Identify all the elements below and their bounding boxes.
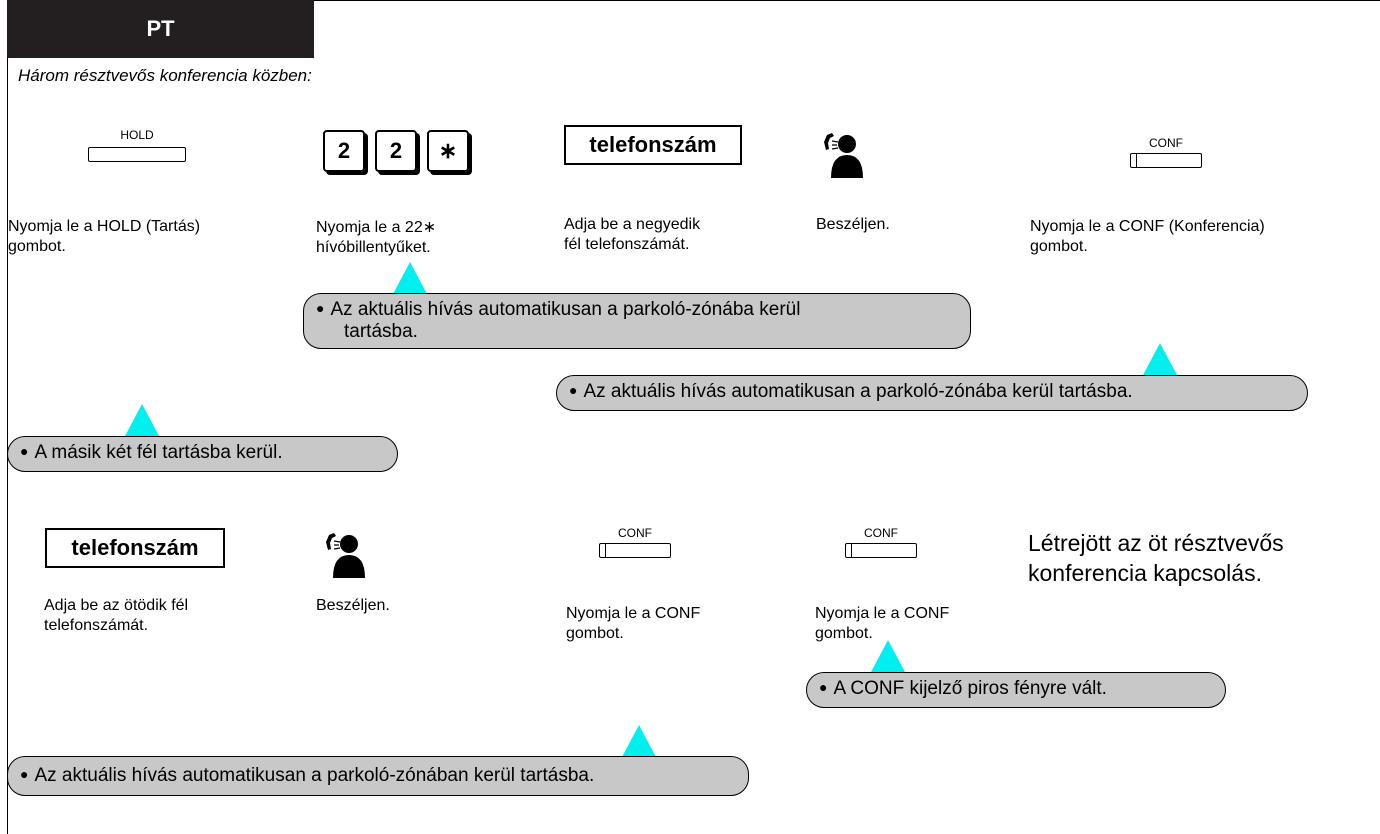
- note-text: A CONF kijelző piros fényre vált.: [833, 678, 1107, 699]
- desc-line: hívóbillentyűket.: [316, 239, 431, 256]
- dial-key-2a: 2: [323, 130, 365, 172]
- pointer-triangle: [1143, 343, 1177, 375]
- result-line: Létrejött az öt résztvevős: [1028, 530, 1284, 556]
- desc-line: gombot.: [815, 625, 873, 642]
- note-text: A másik két fél tartásba kerül.: [34, 442, 283, 463]
- hold-label: HOLD: [120, 128, 154, 142]
- step-conf-description: Nyomja le a CONF (Konferencia) gombot.: [1030, 217, 1265, 257]
- conf-key: [1130, 153, 1202, 168]
- conf-label: CONF: [618, 526, 652, 540]
- pointer-triangle: [393, 262, 427, 294]
- talk-icon: [326, 533, 365, 578]
- conf-light-indicator: [851, 544, 852, 557]
- step-talk-description: Beszéljen.: [816, 216, 890, 233]
- dial-key-star: ∗: [427, 130, 469, 172]
- result-line: konferencia kapcsolás.: [1028, 560, 1262, 586]
- note-conf-red-light: ●A CONF kijelző piros fényre vált.: [806, 672, 1226, 708]
- step-number-description-2: Adja be az ötödik fél telefonszámát.: [44, 596, 188, 636]
- conf-key: [599, 543, 671, 558]
- desc-line: Adja be az ötödik fél: [44, 597, 189, 614]
- desc-line: Nyomja le a CONF (Konferencia): [1030, 218, 1265, 235]
- talk-icon: [824, 133, 863, 178]
- dial-key-2b: 2: [375, 130, 417, 172]
- desc-line: Nyomja le a HOLD (Tartás): [8, 218, 201, 235]
- note-text: Az aktuális hívás automatikusan a parkol…: [34, 765, 595, 786]
- desc-line: Adja be a negyedik: [564, 216, 701, 233]
- step-number-description: Adja be a negyedik fél telefonszámát.: [564, 215, 700, 255]
- step-talk-description-2: Beszéljen.: [316, 597, 390, 614]
- note-text: Az aktuális hívás automatikusan a parkol…: [583, 381, 1133, 402]
- pointer-triangle: [125, 404, 159, 436]
- note-text: tartásba.: [344, 321, 418, 342]
- desc-line: gombot.: [8, 238, 66, 255]
- note-other-parties: ●A másik két fél tartásba kerül.: [7, 436, 398, 472]
- step-hold-description: Nyomja le a HOLD (Tartás) gombot.: [8, 217, 200, 257]
- note-park-zone-1: ●Az aktuális hívás automatikusan a parko…: [303, 293, 971, 349]
- hold-key: [88, 147, 186, 162]
- step-conf-description-2: Nyomja le a CONF gombot.: [566, 604, 700, 644]
- hold-button-icon: HOLD: [88, 128, 186, 162]
- conf-button-icon-2: CONF: [599, 526, 671, 558]
- page-frame: [7, 0, 1380, 834]
- conf-light-indicator: [1136, 154, 1137, 167]
- desc-line: Nyomja le a 22∗: [316, 219, 437, 236]
- step-conf-description-3: Nyomja le a CONF gombot.: [815, 604, 949, 644]
- desc-line: Nyomja le a CONF: [566, 605, 701, 622]
- note-park-zone-3: ●Az aktuális hívás automatikusan a parko…: [7, 756, 749, 796]
- note-text: Az aktuális hívás automatikusan a parkol…: [330, 299, 801, 320]
- desc-line: fél telefonszámát.: [564, 236, 690, 253]
- result-text: Létrejött az öt résztvevős konferencia k…: [1028, 528, 1284, 588]
- desc-line: Nyomja le a CONF: [815, 605, 950, 622]
- conf-light-indicator: [605, 544, 606, 557]
- pointer-triangle: [871, 640, 905, 672]
- pt-header-tab: PT: [7, 0, 314, 58]
- phone-number-box: telefonszám: [564, 125, 742, 165]
- conf-label: CONF: [1149, 136, 1183, 150]
- pointer-triangle: [622, 725, 656, 757]
- phone-number-box-2: telefonszám: [45, 528, 225, 568]
- intro-text: Három résztvevős konferencia közben:: [18, 66, 312, 85]
- conf-key: [845, 543, 917, 558]
- conf-button-icon: CONF: [1130, 136, 1202, 168]
- conf-label: CONF: [864, 526, 898, 540]
- desc-line: gombot.: [1030, 238, 1088, 255]
- desc-line: telefonszámát.: [44, 617, 149, 634]
- step-keys-description: Nyomja le a 22∗ hívóbillentyűket.: [316, 218, 436, 258]
- desc-line: gombot.: [566, 625, 624, 642]
- note-park-zone-2: ●Az aktuális hívás automatikusan a parko…: [556, 375, 1308, 411]
- conf-button-icon-3: CONF: [845, 526, 917, 558]
